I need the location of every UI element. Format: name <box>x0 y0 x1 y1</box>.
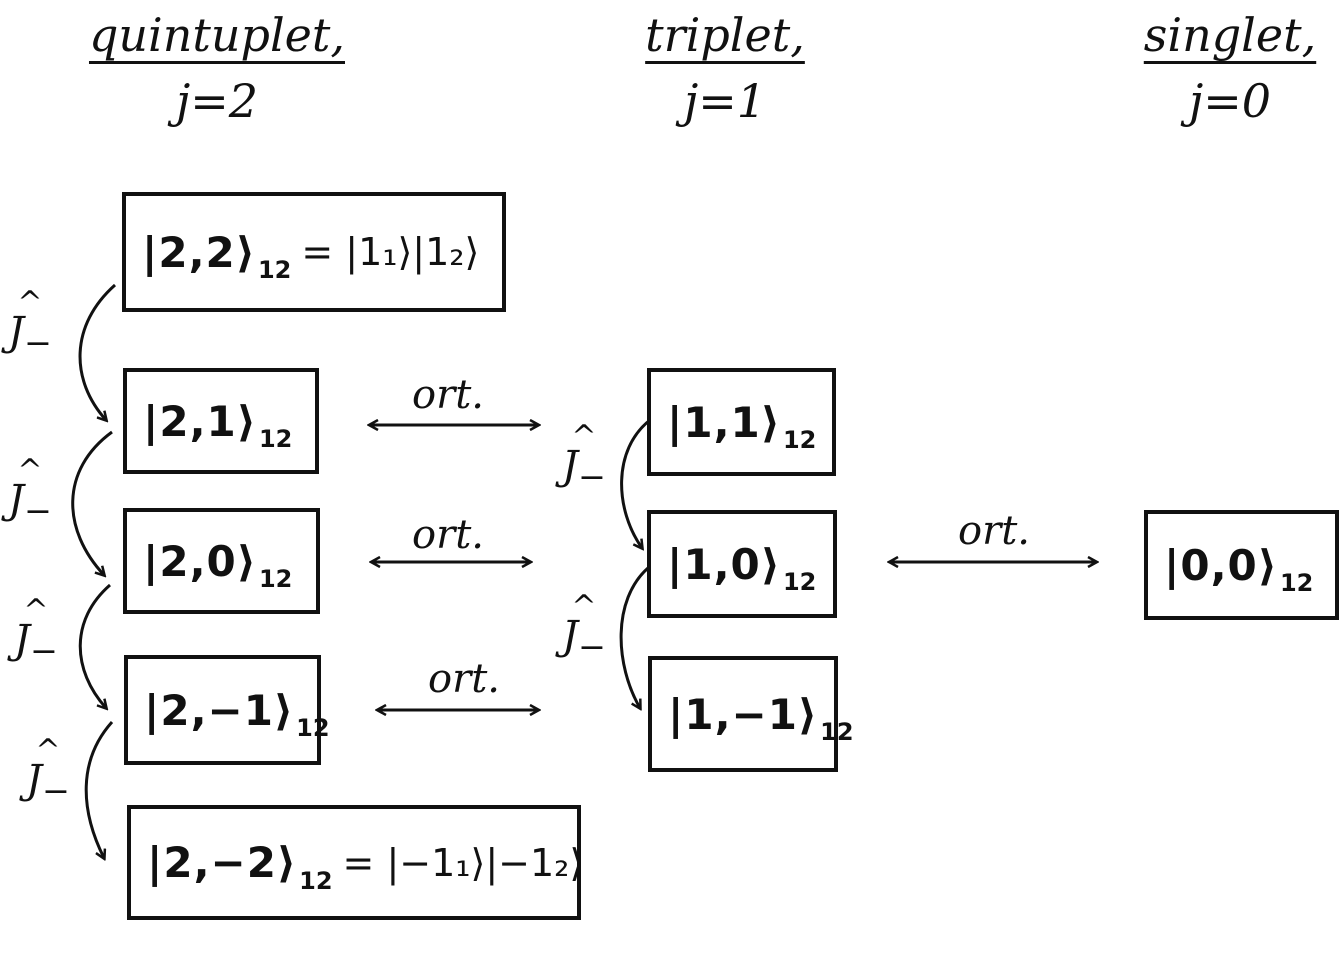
lowering-operator-label: ^ J− <box>562 419 606 496</box>
ket-1-0-subscript: 12 <box>782 568 817 596</box>
state-box-0-0: |0,0⟩ 12 <box>1144 510 1339 620</box>
ket-2-m1: |2,−1⟩ <box>144 685 295 735</box>
ort-label-2-m1: ort. <box>428 656 500 702</box>
lowering-operator-label: ^ J− <box>14 593 58 670</box>
lowering-arrow-t2 <box>619 566 649 708</box>
ort-label-2-0: ort. <box>412 512 484 558</box>
header-singlet-j: j=0 <box>1188 74 1272 128</box>
ket-0-0-subscript: 12 <box>1279 569 1314 597</box>
lowering-operator-label: ^ J− <box>562 589 606 666</box>
header-singlet: singlet, j=0 <box>1130 8 1330 128</box>
state-box-1-m1: |1,−1⟩ 12 <box>648 656 854 772</box>
state-box-1-0: |1,0⟩ 12 <box>647 510 837 618</box>
ket-1-m1: |1,−1⟩ <box>668 689 819 739</box>
ket-2-2-product: = |1₁⟩|1₂⟩ <box>301 230 480 274</box>
ket-2-0-subscript: 12 <box>258 565 293 593</box>
header-triplet-j: j=1 <box>683 74 767 128</box>
ket-1-m1-subscript: 12 <box>820 718 854 746</box>
ket-2-m2: |2,−2⟩ <box>147 838 298 887</box>
ket-1-1-subscript: 12 <box>782 426 817 454</box>
ket-2-2-subscript: 12 <box>257 256 292 284</box>
ket-2-1: |2,1⟩ <box>143 396 257 446</box>
state-box-2-2: |2,2⟩ 12 = |1₁⟩|1₂⟩ <box>122 192 506 312</box>
state-box-2-m1: |2,−1⟩ 12 <box>124 655 330 765</box>
state-box-1-1: |1,1⟩ 12 <box>647 368 836 476</box>
ket-2-0: |2,0⟩ <box>143 536 257 586</box>
header-quintuplet: quintuplet, j=2 <box>82 8 352 128</box>
ket-2-1-subscript: 12 <box>258 425 293 453</box>
ort-label-1-0: ort. <box>958 508 1030 554</box>
header-quintuplet-name: quintuplet, <box>88 8 345 62</box>
ket-2-2: |2,2⟩ <box>142 227 256 277</box>
ket-2-m1-subscript: 12 <box>296 714 330 742</box>
lowering-arrow-q2 <box>71 430 113 575</box>
lowering-arrow-q1 <box>78 283 116 420</box>
ket-2-m2-product: = |−1₁⟩|−1₂⟩ <box>342 840 585 885</box>
ket-0-0: |0,0⟩ <box>1164 540 1278 590</box>
ket-1-1: |1,1⟩ <box>667 397 781 447</box>
ort-label-2-1: ort. <box>412 372 484 418</box>
state-box-2-1: |2,1⟩ 12 <box>123 368 319 474</box>
lowering-arrow-q4 <box>84 721 114 858</box>
state-box-2-m2: |2,−2⟩ 12 = |−1₁⟩|−1₂⟩ <box>127 805 584 920</box>
state-box-2-0: |2,0⟩ 12 <box>123 508 320 614</box>
header-singlet-name: singlet, <box>1143 8 1317 62</box>
ket-1-0: |1,0⟩ <box>667 539 781 589</box>
lowering-arrow-q3 <box>78 583 111 708</box>
lowering-operator-label: ^ J− <box>8 285 52 362</box>
header-triplet: triplet, j=1 <box>630 8 820 128</box>
header-triplet-name: triplet, <box>645 8 805 62</box>
header-quintuplet-j: j=2 <box>175 74 259 128</box>
lowering-operator-label: ^ J− <box>8 453 52 530</box>
lowering-arrow-t1 <box>620 418 651 548</box>
lowering-operator-label: ^ J− <box>26 733 70 810</box>
ket-2-m2-subscript: 12 <box>299 866 333 895</box>
